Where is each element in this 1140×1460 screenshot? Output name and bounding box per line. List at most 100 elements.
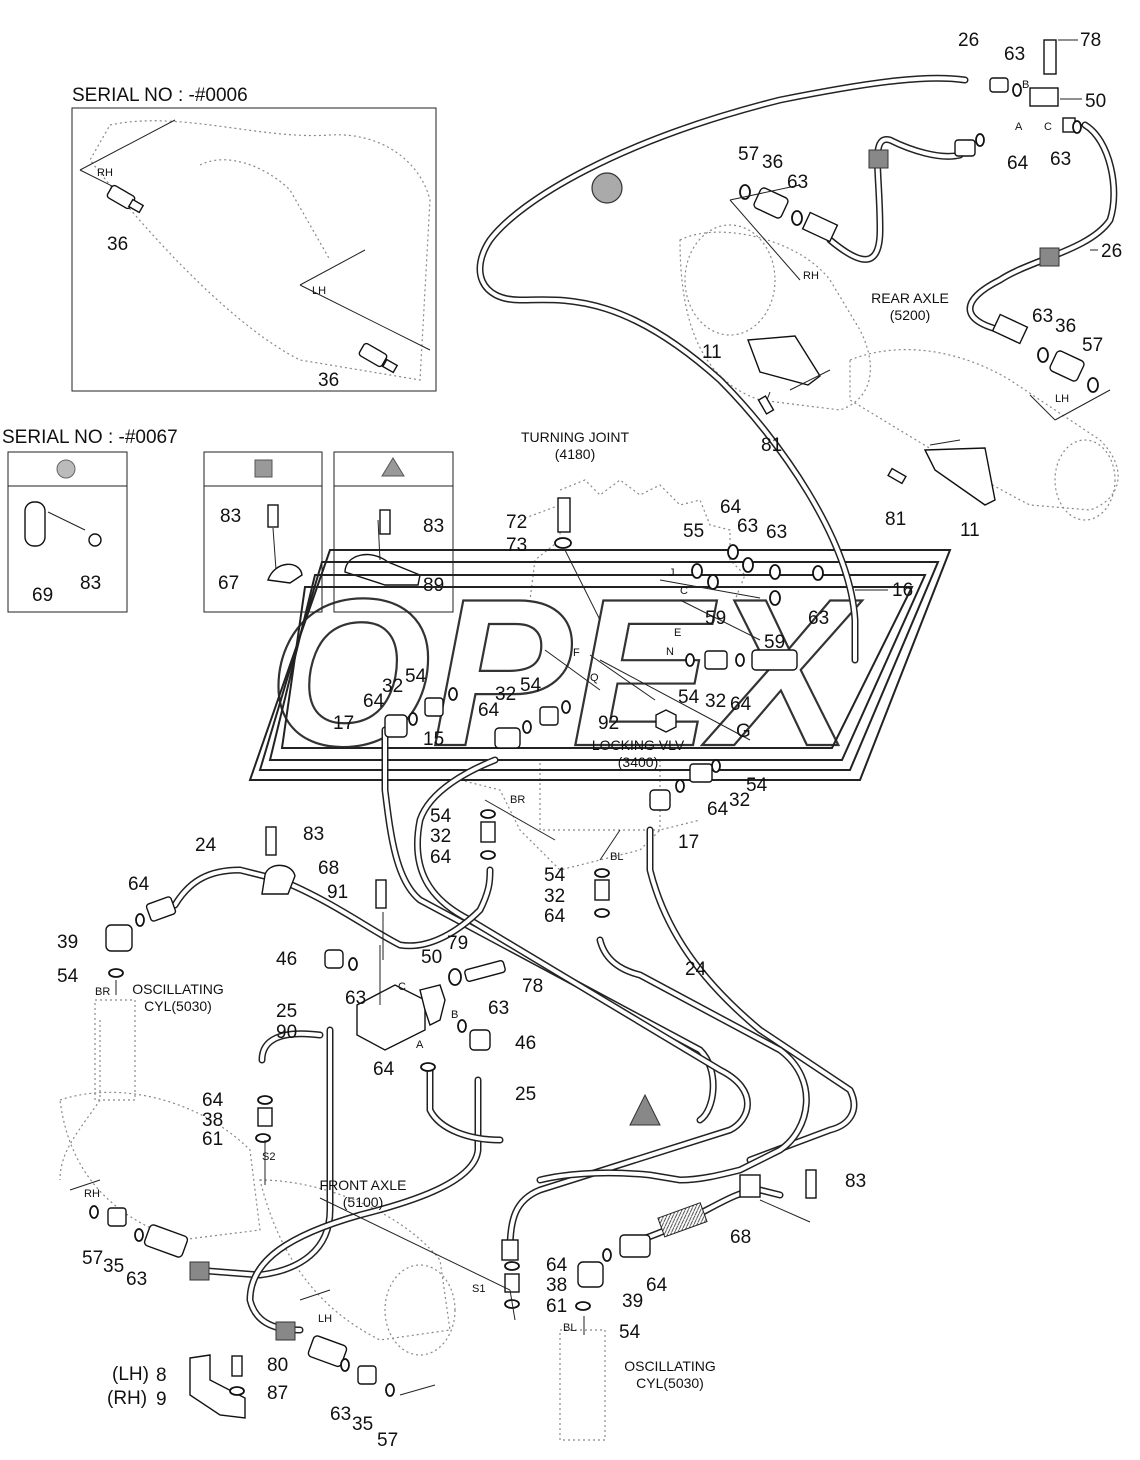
callouts: 26 63 78 50 64 63 57 36 63 26 63 36 57 1… (57, 30, 1122, 1451)
port-f: F (573, 647, 580, 659)
fitting-64-top (954, 139, 976, 157)
oring-57-rh (739, 184, 751, 200)
fitting-32-center (539, 706, 559, 726)
callout-11-lower: 11 (960, 520, 980, 541)
port-s2: S2 (262, 1151, 275, 1163)
callout-91: 91 (327, 882, 348, 903)
bolt-91 (375, 879, 387, 909)
bolt-80 (231, 1355, 243, 1377)
legend-square-box: 83 67 (203, 451, 323, 613)
bracket-11-lower (923, 447, 996, 506)
elbow-46-right (469, 1029, 491, 1051)
callout-57-front-rh: 57 (82, 1248, 103, 1269)
bolt-78-center (464, 960, 506, 982)
callout-63-right: 63 (1050, 149, 1071, 170)
callout-63-top: 63 (1004, 44, 1025, 65)
bolt-81-lower (887, 467, 907, 485)
markers (189, 149, 1060, 1341)
watermark: OPEX (267, 554, 864, 791)
turning-joint-title: TURNING JOINT (521, 429, 630, 445)
port-letters: B A C C B A J C E N F Q G BR BL BR BL S2… (84, 79, 1069, 1409)
callout-17-right: 17 (678, 832, 699, 853)
port-c-center: C (398, 981, 406, 993)
port-a-top: A (1015, 121, 1023, 133)
callout-63-center-right: 63 (488, 998, 509, 1019)
legend-callout-83a: 83 (80, 573, 101, 594)
watermark-text: OPEX (268, 555, 862, 790)
callout-64-br: 64 (430, 847, 452, 868)
square-marker-icon (254, 459, 273, 478)
rear-axle-number: (5200) (890, 307, 930, 323)
callout-81-upper: 81 (761, 435, 782, 456)
turning-joint-gear-ghost (559, 479, 746, 601)
fitting-32-left (424, 697, 444, 717)
square-marker-lh-icon (1039, 247, 1060, 267)
hoses (171, 74, 1118, 1334)
osc-cyl-right-number: CYL(5030) (636, 1375, 704, 1391)
rear-axle-housing-ghost (679, 231, 871, 411)
front-axle-left-ghost (59, 1091, 261, 1241)
inset-ghost-2 (199, 159, 331, 261)
callout-63-lh: 63 (1032, 306, 1053, 327)
front-lh-label: LH (318, 1313, 332, 1325)
oring-63-top (1012, 83, 1022, 97)
callout-64-s2: 64 (202, 1090, 224, 1111)
callout-16: 16 (892, 580, 913, 601)
callout-83-right: 83 (845, 1171, 866, 1192)
legend-callout-83b: 83 (220, 506, 241, 527)
callout-32-center: 32 (495, 684, 516, 705)
port-bl-valve: BL (610, 851, 623, 863)
callout-79: 79 (447, 933, 468, 954)
port-s1: S1 (472, 1283, 485, 1295)
nut-92 (655, 709, 677, 733)
callout-57-front-lh: 57 (377, 1430, 398, 1451)
callout-39-left: 39 (57, 932, 78, 953)
ghost-components (59, 224, 1119, 1441)
callout-83-clamp: 83 (303, 824, 324, 845)
callout-36-lh: 36 (1055, 316, 1076, 337)
callout-64-left: 64 (363, 691, 385, 712)
inset-rh-leader (79, 119, 176, 171)
fitting-63-top (989, 77, 1009, 93)
washer-87 (229, 1386, 245, 1396)
callout-87: 87 (267, 1383, 288, 1404)
rear-axle-title: REAR AXLE (871, 290, 949, 306)
fitting-32-lock (689, 763, 713, 783)
rear-hub-ghost (684, 224, 776, 336)
bolt-83b-icon (267, 504, 279, 528)
port-a-center: A (416, 1039, 424, 1051)
callout-68-left: 68 (318, 858, 339, 879)
triangle-marker-icon (381, 457, 405, 477)
callout-17-left: 17 (333, 713, 354, 734)
rear-wheel-hub-ghost (1054, 439, 1116, 521)
front-axle-right-ghost (259, 1179, 451, 1341)
callout-63-joint-b: 63 (766, 522, 787, 543)
legend-callout-67: 67 (218, 573, 239, 594)
fitting-32-br (480, 821, 496, 843)
port-c-top: C (1044, 121, 1052, 133)
port-br-valve: BR (510, 794, 525, 806)
callout-24-left: 24 (195, 835, 217, 856)
callout-39-right: 39 (622, 1291, 643, 1312)
bracket-lh-label: (LH) (112, 1364, 149, 1385)
callout-54-mid: 54 (678, 687, 700, 708)
bolt-83-clamp (265, 826, 277, 856)
block-90 (356, 984, 426, 1051)
fitting-35-right (357, 1365, 377, 1385)
clamp-68-right (739, 1174, 761, 1198)
rear-rh-label: RH (803, 270, 819, 282)
fitting-38-left (257, 1107, 273, 1127)
port-g: G (736, 721, 751, 742)
hose-26-lh (966, 121, 1118, 334)
fitting-38-right (504, 1273, 520, 1293)
callout-8: 8 (156, 1365, 167, 1386)
osc-cyl-left-title: OSCILLATING (132, 981, 224, 997)
serial-title-mid: SERIAL NO : -#0067 (2, 427, 178, 448)
legend-callout-89: 89 (423, 575, 444, 596)
triangle-marker-icon (629, 1093, 661, 1126)
legend-circle-box: 69 83 (7, 451, 128, 613)
washer-79 (448, 968, 462, 986)
callout-50-top: 50 (1085, 91, 1106, 112)
callout-80: 80 (267, 1355, 288, 1376)
osc-cyl-left-body (94, 999, 136, 1101)
